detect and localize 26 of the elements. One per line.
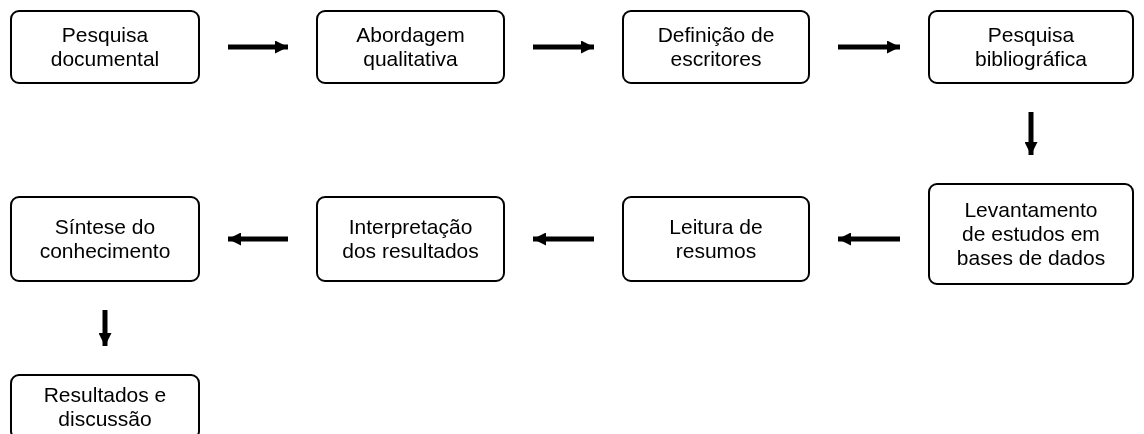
process-box	[928, 183, 1134, 285]
box-label: Leitura de resumos	[668, 215, 764, 263]
box-label: Pesquisa documental	[49, 23, 161, 71]
box-label: Levantamento de estudos em bases de dados	[956, 198, 1106, 270]
arrow	[838, 232, 900, 246]
box-label: Resultados e discussão	[42, 383, 168, 431]
process-box	[622, 196, 810, 282]
box-label: Pesquisa bibliográfica	[973, 23, 1089, 71]
arrow	[1024, 112, 1038, 155]
box-label: Abordagem qualitativa	[355, 23, 466, 71]
process-box	[928, 10, 1134, 84]
box-label: Interpretação dos resultados	[341, 215, 480, 263]
process-box	[10, 10, 200, 84]
arrow	[228, 232, 288, 246]
process-box	[316, 196, 505, 282]
arrow	[98, 310, 112, 346]
arrow	[838, 40, 900, 54]
process-box	[10, 374, 200, 434]
arrow	[533, 232, 594, 246]
arrow	[228, 40, 288, 54]
process-box	[316, 10, 505, 84]
process-box	[622, 10, 810, 84]
box-label: Definição de escritores	[656, 23, 776, 71]
box-label: Síntese do conhecimento	[38, 215, 172, 263]
process-box	[10, 196, 200, 282]
arrow	[533, 40, 594, 54]
